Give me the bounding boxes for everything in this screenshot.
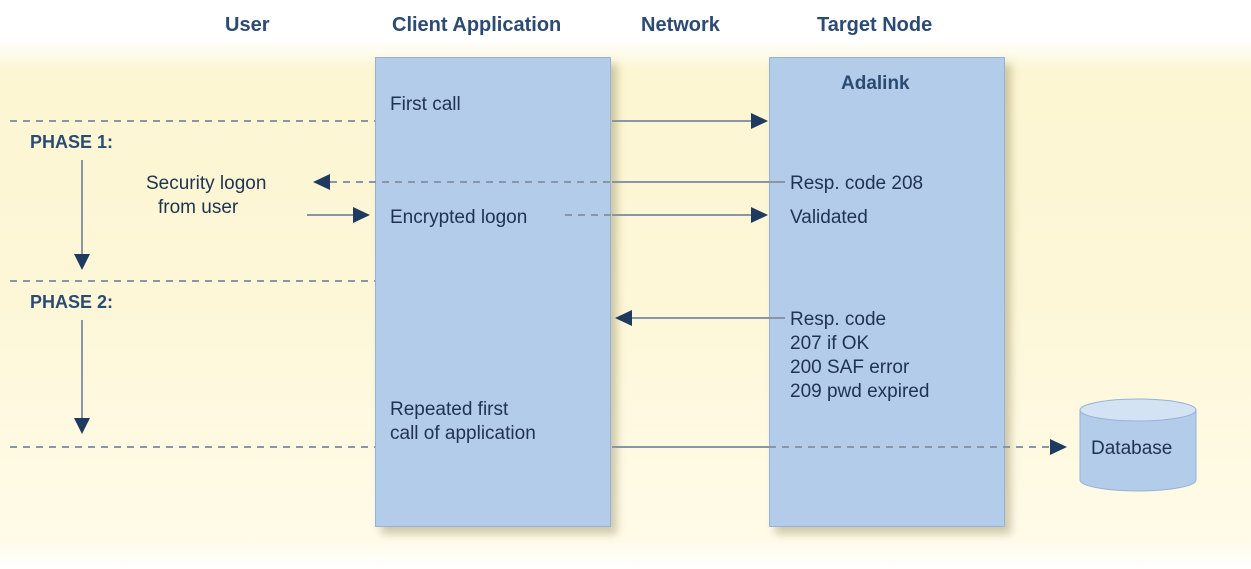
first-call-label: First call — [390, 94, 461, 115]
call-of-application-label: call of application — [390, 423, 536, 444]
target-node-box — [769, 57, 1005, 527]
resp-207-label: 207 if OK — [790, 333, 870, 354]
resp-code-label: Resp. code — [790, 309, 887, 330]
from-user-label: from user — [158, 197, 239, 218]
client-application-box — [375, 57, 611, 527]
resp-200-label: 200 SAF error — [790, 357, 910, 378]
repeated-first-label: Repeated first — [390, 399, 509, 420]
header-user: User — [225, 14, 270, 36]
header-target-node: Target Node — [817, 14, 933, 36]
resp-code-208-label: Resp. code 208 — [790, 173, 924, 194]
phase2-label: PHASE 2: — [30, 292, 114, 312]
phase1-label: PHASE 1: — [30, 132, 114, 152]
encrypted-logon-label: Encrypted logon — [390, 207, 528, 228]
resp-209-label: 209 pwd expired — [790, 381, 930, 402]
validated-label: Validated — [790, 207, 868, 228]
security-logon-label: Security logon — [146, 173, 267, 194]
header-network: Network — [641, 14, 720, 36]
database-label: Database — [1091, 438, 1173, 459]
header-client-application: Client Application — [392, 14, 562, 36]
adalink-title: Adalink — [841, 73, 910, 94]
database-icon — [1079, 398, 1197, 492]
